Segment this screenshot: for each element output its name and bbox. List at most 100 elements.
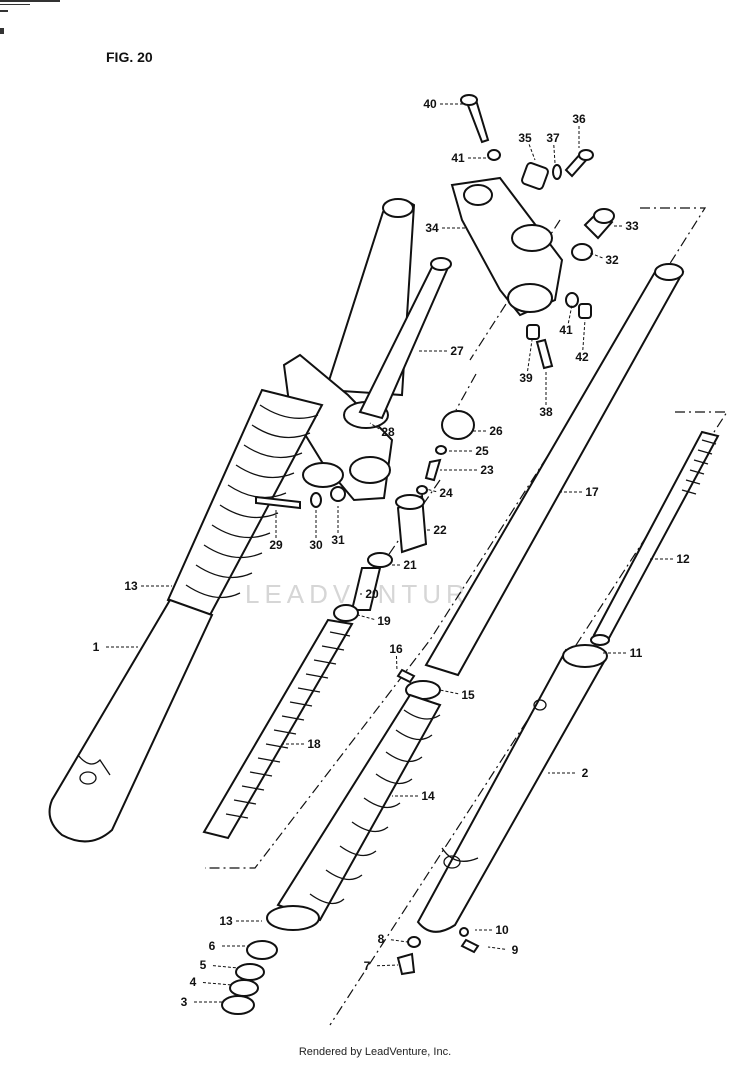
callout-number: 35 xyxy=(518,131,532,145)
scan-noise xyxy=(0,0,60,34)
callout-c16: 16 xyxy=(389,642,403,672)
leader-line xyxy=(527,339,533,372)
callout-c15: 15 xyxy=(439,688,475,702)
callout-number: 22 xyxy=(433,523,447,537)
callout-number: 1 xyxy=(93,640,100,654)
callout-c8: 8 xyxy=(378,932,409,946)
callout-number: 24 xyxy=(439,486,453,500)
ring-3 xyxy=(221,995,255,1015)
callout-c39: 39 xyxy=(519,339,533,385)
callout-c13a: 13 xyxy=(124,579,172,593)
top-clamp-assembly xyxy=(450,94,615,370)
callout-number: 14 xyxy=(421,789,435,803)
right-dust-boot xyxy=(276,693,442,922)
callout-number: 13 xyxy=(124,579,138,593)
callout-number: 13 xyxy=(219,914,233,928)
callout-number: 21 xyxy=(403,558,417,572)
fork-spring xyxy=(202,618,354,840)
callout-c14: 14 xyxy=(392,789,435,803)
callout-c17: 17 xyxy=(558,485,599,499)
callout-c25: 25 xyxy=(447,444,489,458)
callout-number: 19 xyxy=(377,614,391,628)
callout-c41a: 41 xyxy=(451,151,490,165)
screw-9 xyxy=(460,938,480,954)
callout-number: 6 xyxy=(209,939,216,953)
callout-c21: 21 xyxy=(391,558,417,572)
callout-number: 41 xyxy=(559,323,573,337)
right-fork-assembly xyxy=(221,263,720,1015)
damper-rod-12 xyxy=(592,430,720,642)
leader-line xyxy=(528,144,536,161)
callout-c37: 37 xyxy=(546,131,560,164)
bolt-40 xyxy=(464,99,490,144)
callout-number: 20 xyxy=(365,587,379,601)
callout-number: 4 xyxy=(190,975,197,989)
callout-number: 37 xyxy=(546,131,560,145)
footer-credit: Rendered by LeadVenture, Inc. xyxy=(298,1046,452,1058)
callout-number: 7 xyxy=(364,959,371,973)
leader-line xyxy=(357,614,375,620)
leader-line xyxy=(589,252,603,259)
callout-c27: 27 xyxy=(418,344,464,358)
callout-c10: 10 xyxy=(475,923,509,937)
leader-line xyxy=(553,144,556,164)
bolt-29 xyxy=(255,495,301,510)
callout-number: 40 xyxy=(423,97,437,111)
callout-c23: 23 xyxy=(440,463,494,477)
leader-line xyxy=(376,964,399,967)
callout-c28: 28 xyxy=(369,422,395,439)
bolt-7 xyxy=(396,952,416,976)
callout-c41b: 41 xyxy=(559,304,573,337)
callout-c34: 34 xyxy=(425,221,467,235)
figure-title: FIG. 20 xyxy=(106,49,153,65)
callout-number: 12 xyxy=(676,552,690,566)
leader-line xyxy=(395,655,398,672)
leader-line xyxy=(212,965,239,969)
callout-number: 41 xyxy=(451,151,465,165)
callout-number: 16 xyxy=(389,642,403,656)
callout-number: 28 xyxy=(381,425,395,439)
callout-number: 27 xyxy=(450,344,464,358)
screw-16 xyxy=(396,668,416,684)
callout-c3: 3 xyxy=(181,995,222,1009)
callout-c35: 35 xyxy=(518,131,536,161)
damper-parts xyxy=(333,410,475,622)
left-fork-assembly xyxy=(48,198,452,843)
callout-c40: 40 xyxy=(423,97,463,111)
callout-c32: 32 xyxy=(589,252,619,267)
callout-number: 2 xyxy=(582,766,589,780)
callout-c22: 22 xyxy=(425,523,447,537)
callout-c7: 7 xyxy=(364,959,399,973)
callout-number: 34 xyxy=(425,221,439,235)
callout-c29: 29 xyxy=(269,508,283,552)
clamp-35 xyxy=(521,162,549,190)
spacer-20 xyxy=(350,567,382,611)
leader-line xyxy=(202,982,233,986)
callout-number: 25 xyxy=(475,444,489,458)
leader-line xyxy=(582,319,586,351)
callout-number: 31 xyxy=(331,533,345,547)
callout-c11: 11 xyxy=(603,646,643,660)
callout-c6: 6 xyxy=(209,939,252,953)
callout-c20: 20 xyxy=(360,587,379,601)
seal-6 xyxy=(246,940,278,960)
callout-c1: 1 xyxy=(93,640,138,654)
callout-c13b: 13 xyxy=(219,914,262,928)
callout-c5: 5 xyxy=(200,958,239,972)
ring-5 xyxy=(235,963,265,981)
callout-number: 42 xyxy=(575,350,589,364)
leader-line xyxy=(487,946,506,950)
left-outer-tube xyxy=(48,598,214,843)
callout-c18: 18 xyxy=(282,737,321,751)
leader-line xyxy=(567,304,573,324)
callout-number: 5 xyxy=(200,958,207,972)
clamp-13b xyxy=(266,905,320,931)
callout-number: 15 xyxy=(461,688,475,702)
callout-number: 18 xyxy=(307,737,321,751)
oring-21 xyxy=(367,552,393,568)
cap-26 xyxy=(441,410,475,440)
callout-number: 30 xyxy=(309,538,323,552)
callout-number: 26 xyxy=(489,424,503,438)
callout-c12: 12 xyxy=(650,552,690,566)
